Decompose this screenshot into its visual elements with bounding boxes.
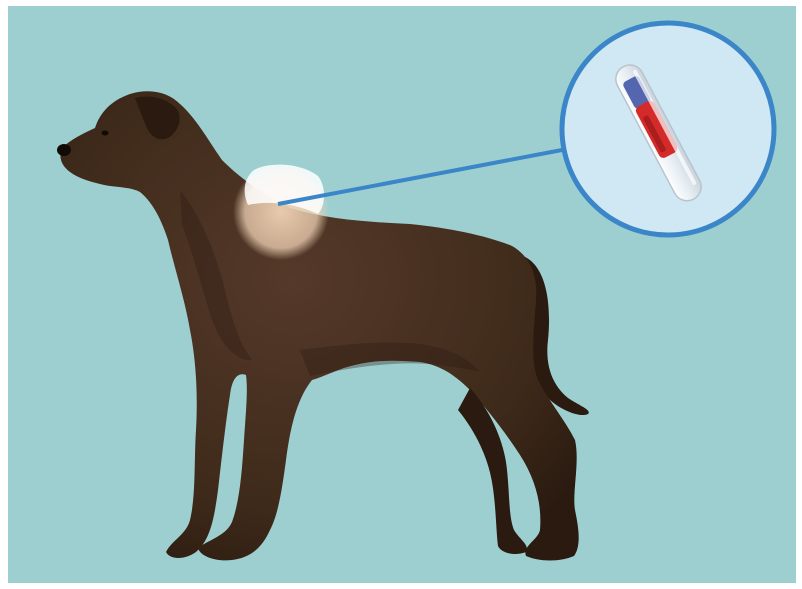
magnifier-icon	[562, 23, 774, 235]
